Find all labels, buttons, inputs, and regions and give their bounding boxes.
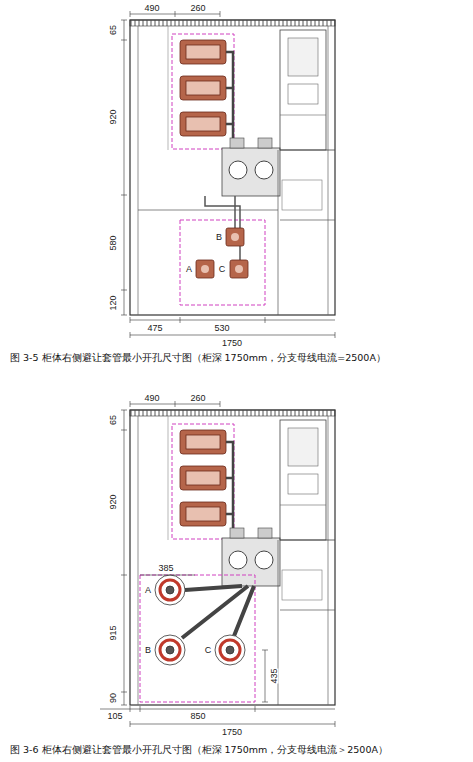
dimension-label: 530 [214,324,229,333]
dimension-label: B [216,233,222,242]
dimension-label: 490 [144,394,159,403]
dimension-label: 65 [109,25,118,35]
dimension-label: C [205,646,212,655]
figure-caption: 图 3-6 柜体右侧避让套管最小开孔尺寸图（柜深 1750mm，分支母线电流＞2… [10,744,465,755]
dimension-label: 915 [109,625,118,640]
dimension-label: 580 [109,235,118,250]
dimension-label: 120 [109,295,118,310]
dimension-label: 1750 [222,728,242,737]
dimension-label: 260 [190,4,205,13]
dimension-label: 65 [109,415,118,425]
dimension-label: 490 [144,4,159,13]
dimension-label: A [145,586,151,595]
dimension-label: 1750 [222,339,242,348]
dimension-label: 260 [190,394,205,403]
dimension-label: 105 [107,712,122,721]
dimension-label: 435 [270,668,279,683]
dimension-label: 385 [158,564,173,573]
dimension-label: 90 [109,693,118,703]
dimension-label: 920 [109,109,118,124]
dimension-label: B [145,646,151,655]
dimension-label: 920 [109,494,118,509]
dimension-label: 475 [147,324,162,333]
figure-caption: 图 3-5 柜体右侧避让套管最小开孔尺寸图（柜深 1750mm，分支母线电流=2… [10,352,465,363]
dimension-label: A [186,265,192,274]
dimension-label: 850 [190,712,205,721]
dimension-label: C [219,265,226,274]
